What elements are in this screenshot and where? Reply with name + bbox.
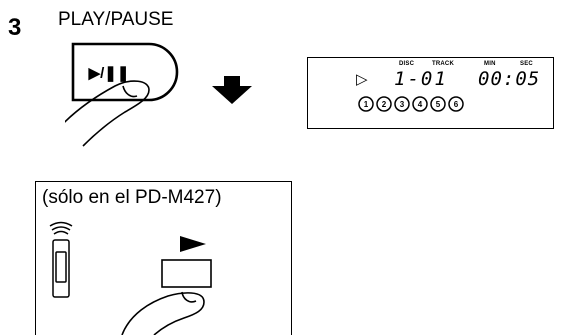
disc-indicator-number: 6 xyxy=(454,100,459,109)
disc-indicator-number: 3 xyxy=(400,100,405,109)
disc-indicator-icon xyxy=(376,96,392,112)
step-number: 3 xyxy=(8,14,22,41)
disc-indicators: 1 2 3 4 5 6 xyxy=(358,96,464,112)
disc-label: DISC xyxy=(399,61,415,67)
sec-label: SEC xyxy=(520,61,533,67)
remote-art xyxy=(49,221,212,335)
disc-indicator-icon xyxy=(430,96,446,112)
finger-icon xyxy=(121,291,205,335)
time-readout: 00:05 xyxy=(478,68,540,90)
play-icon xyxy=(180,236,206,252)
track-label: TRACK xyxy=(432,61,454,67)
disc-indicator-number: 5 xyxy=(436,100,441,109)
disc-indicator-number: 1 xyxy=(364,100,369,109)
finger-icon xyxy=(65,80,150,147)
disc-indicator-icon xyxy=(394,96,410,112)
remote-caption: (sólo en el PD-M427) xyxy=(42,187,222,208)
min-label: MIN xyxy=(484,61,496,67)
disc-indicator-number: 4 xyxy=(418,100,423,109)
remote-control-icon xyxy=(49,221,73,298)
play-pause-button[interactable]: ▶/❚❚ xyxy=(65,42,190,152)
down-arrow-icon xyxy=(212,76,252,104)
disc-indicator-icon xyxy=(412,96,428,112)
play-pause-icon: ▶/❚❚ xyxy=(88,65,130,82)
disc-track-readout: 1-01 xyxy=(394,68,448,90)
disc-indicator-icon xyxy=(448,96,464,112)
play-pause-caption: PLAY/PAUSE xyxy=(58,9,174,30)
remote-play-button[interactable] xyxy=(161,236,212,288)
display-panel: DISC TRACK MIN SEC ▷ 1-01 00:05 1 2 3 4 5 6 xyxy=(307,57,554,129)
remote-panel xyxy=(35,181,292,335)
disc-indicator-icon xyxy=(358,96,374,112)
play-indicator-icon: ▷ xyxy=(356,70,368,88)
disc-indicator-number: 2 xyxy=(382,100,387,109)
